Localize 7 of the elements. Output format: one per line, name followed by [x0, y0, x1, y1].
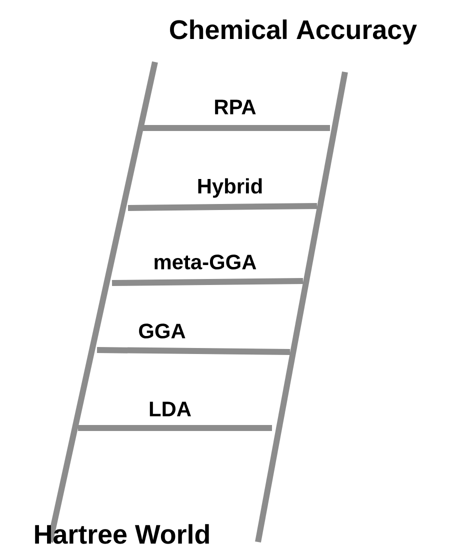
- heading: Chemical Accuracy: [170, 19, 417, 45]
- rung-label: GGA: [139, 324, 186, 338]
- rung-label: Hybrid: [198, 178, 262, 198]
- rung-label: meta-GGA: [154, 254, 256, 270]
- rung-label: LDA: [150, 402, 191, 416]
- heading: Hartree World: [35, 524, 209, 544]
- rung-label: RPA: [215, 100, 256, 114]
